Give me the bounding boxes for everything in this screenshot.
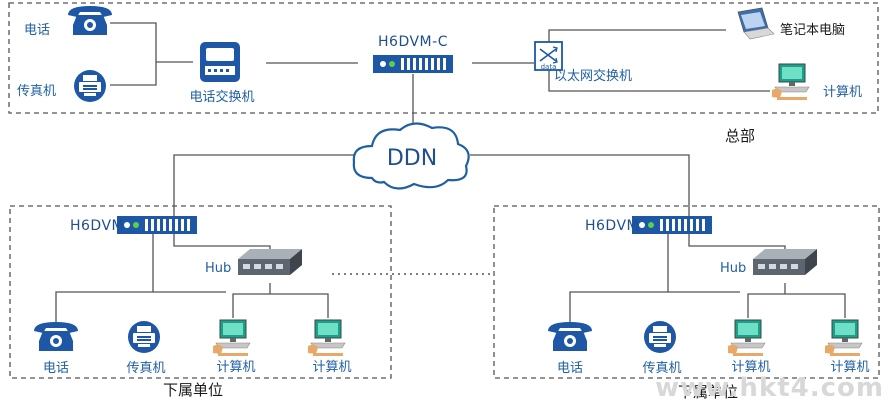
- hq-switch-label: 以太网交换机: [554, 68, 632, 84]
- hq-region-label: 总部: [725, 127, 755, 145]
- right-branch-voice-bus: [569, 233, 740, 322]
- hq-telephone-icon: [68, 6, 112, 35]
- left-computer2-label: 计算机: [312, 360, 351, 375]
- left-branch-region-label: 下属单位: [163, 381, 223, 399]
- hq-computer-icon: [771, 63, 810, 101]
- right-computer1-label: 计算机: [731, 360, 770, 375]
- left-hub-icon: [238, 249, 302, 275]
- left-gateway-icon: [117, 216, 197, 234]
- left-fax-icon: [128, 321, 160, 353]
- right-phone-label: 电话: [557, 361, 583, 376]
- hq-laptop-label: 笔记本电脑: [780, 22, 845, 38]
- right-gateway-icon: [632, 216, 712, 234]
- right-branch-region-label: 下属单位: [678, 383, 738, 401]
- right-gateway-label: H6DVM: [585, 218, 639, 234]
- right-telephone-icon: [548, 322, 592, 351]
- left-telephone-icon: [34, 322, 78, 351]
- ddn-to-left-branch-link: [173, 154, 356, 216]
- ddn-label: DDN: [387, 146, 437, 171]
- right-hub-label: Hub: [720, 261, 746, 276]
- right-fax-label: 传真机: [642, 361, 681, 376]
- left-branch-region: [9, 205, 392, 379]
- hq-phone-fax-bus: [110, 22, 157, 86]
- headquarters-region: [8, 2, 879, 114]
- left-gateway-label: H6DVM: [70, 218, 124, 234]
- hq-pbx-icon: [200, 42, 240, 82]
- right-computer2-icon: [824, 319, 863, 357]
- ddn-cloud: DDN: [352, 122, 470, 190]
- right-hub-to-computers-bus: [747, 283, 846, 318]
- hq-switch-icon-text: data: [541, 63, 557, 71]
- right-fax-icon: [644, 321, 676, 353]
- left-hub-label: Hub: [205, 261, 231, 276]
- left-computer1-icon: [212, 319, 251, 357]
- left-computer1-label: 计算机: [216, 360, 255, 375]
- hq-gateway-icon: [373, 55, 453, 73]
- right-hub-icon: [753, 249, 817, 275]
- left-hub-to-computers-bus: [232, 283, 329, 318]
- left-phone-label: 电话: [43, 361, 69, 376]
- hq-switch-to-laptop-link: [548, 29, 726, 43]
- ddn-to-right-branch-link: [470, 154, 690, 216]
- hq-fax-icon: [74, 70, 106, 102]
- left-computer2-icon: [307, 319, 346, 357]
- hq-gateway-label: H6DVM-C: [378, 34, 448, 50]
- left-branch-voice-bus: [55, 233, 226, 322]
- left-fax-label: 传真机: [126, 361, 165, 376]
- watermark-text: www.hkt4.com: [655, 373, 884, 401]
- hq-fax-label: 传真机: [17, 84, 56, 99]
- hq-ethernet-switch-icon: data: [534, 41, 563, 71]
- hq-pbx-label: 电话交换机: [189, 89, 254, 105]
- hq-laptop-icon: [737, 7, 775, 40]
- right-computer2-label: 计算机: [830, 360, 869, 375]
- hq-computer-label: 计算机: [823, 85, 862, 100]
- hq-switch-to-computer-link: [548, 69, 770, 92]
- hq-phone-label: 电话: [24, 23, 50, 38]
- right-computer1-icon: [727, 319, 766, 357]
- right-branch-region: [493, 205, 880, 379]
